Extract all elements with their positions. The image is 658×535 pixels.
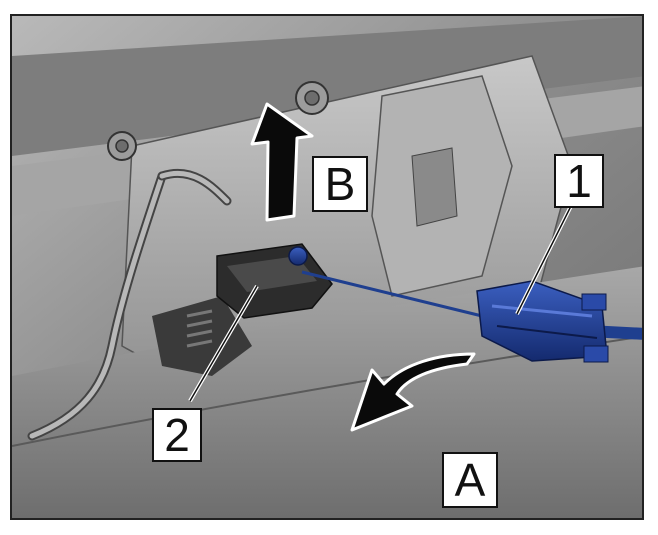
housing-slot [411,147,458,227]
curved-arrow-left-icon [350,352,476,432]
cable-connector [476,280,609,363]
callout-label-a: A [442,452,498,508]
upper-trim [12,16,642,156]
callout-label-1: 1 [554,154,604,208]
latch-spring-area [152,296,252,376]
release-cable [301,270,483,318]
leader-line-1 [516,197,576,315]
illustration-canvas [12,16,642,518]
bolt-left [107,131,137,161]
callout-label-2: 2 [152,408,202,462]
latch-spring [186,309,213,348]
leader-line-2 [189,285,258,402]
arrow-up-icon [250,102,314,222]
service-illustration: 1 2 A B [10,14,644,520]
callout-label-b: B [312,156,368,212]
bolt-top [295,81,329,115]
cable-end-nipple [288,246,308,266]
